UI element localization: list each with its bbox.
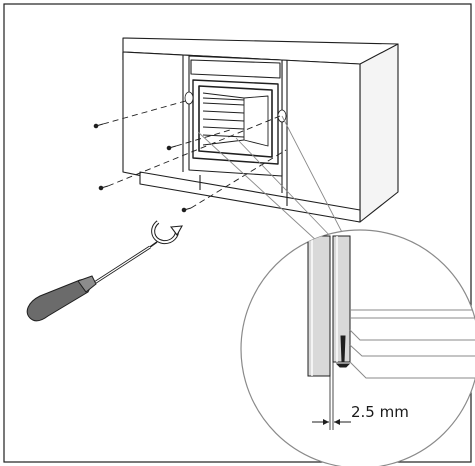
built-in-oven [184,55,287,177]
detail-zoom: 2.5 mm [240,229,475,466]
mount-hole-left [184,91,194,105]
screws [93,123,192,213]
oven-shelves [202,92,269,147]
zoom-circle [240,229,475,466]
screw-icon [335,335,351,368]
screw-icon [181,207,192,213]
screw-icon [98,185,109,191]
screw-icon [166,145,177,151]
cabinet-right-side [359,43,399,223]
zoom-callout-lines [197,115,347,243]
screw-guide-3 [107,115,281,187]
screw-guides [102,99,287,209]
screw-icon [93,123,104,129]
rotate-clockwise-icon [151,220,183,245]
screw-guide-4 [190,149,287,209]
screwdriver-icon [26,241,158,322]
oven-control-panel [190,59,281,79]
oven-edge-profile [349,309,475,357]
screw-guide-1 [102,99,190,125]
gap-dimension-label: 2.5 mm [351,403,409,421]
